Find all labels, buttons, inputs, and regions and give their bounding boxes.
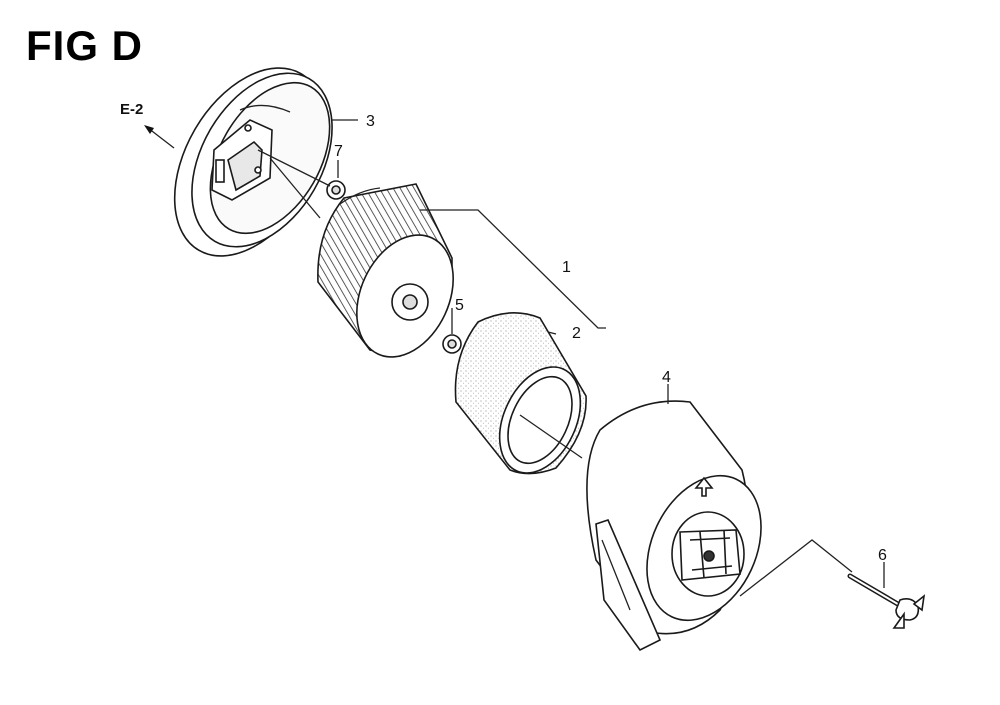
- callout-1: 1: [562, 259, 571, 276]
- air-cleaner-cover: [586, 400, 762, 652]
- air-filter-element: [317, 183, 454, 358]
- foam-outer-element: [454, 312, 587, 475]
- callout-6: 6: [878, 547, 887, 564]
- callout-4: 4: [662, 369, 671, 386]
- callout-5: 5: [455, 297, 464, 314]
- reference-label: E-2: [120, 101, 143, 118]
- callout-7: 7: [334, 143, 343, 160]
- callout-3: 3: [366, 113, 375, 130]
- nut-part-5: [442, 334, 462, 354]
- figure-title: FIG D: [26, 22, 143, 69]
- leader-lines: [144, 119, 885, 597]
- wing-bolt: [847, 573, 926, 629]
- nut-part-7: [326, 180, 346, 200]
- callout-2: 2: [572, 325, 581, 342]
